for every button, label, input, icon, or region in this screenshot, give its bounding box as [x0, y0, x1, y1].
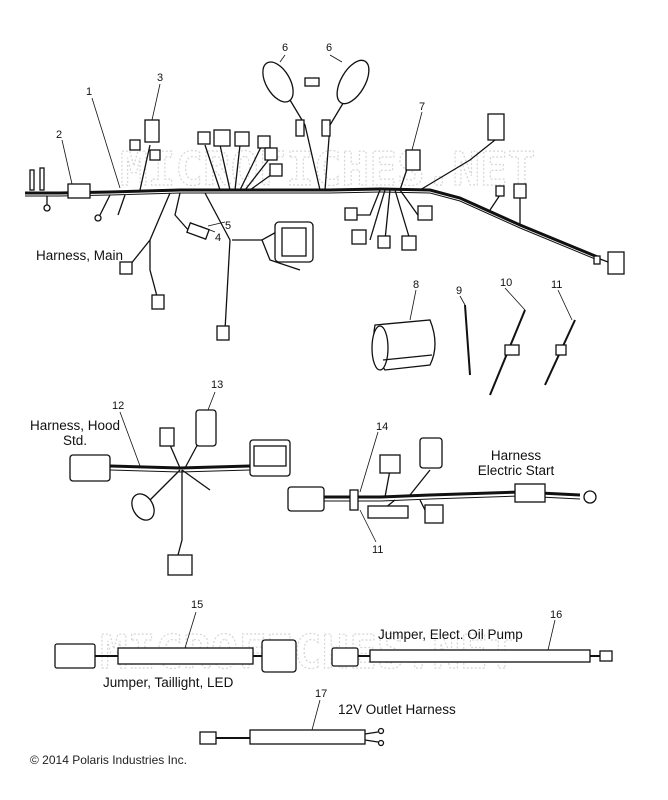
taillight-jumper	[54, 639, 297, 673]
callout-10: 10	[500, 277, 513, 289]
callout-17: 17	[315, 688, 328, 700]
callout-6a: 6	[282, 42, 289, 54]
label-harness-main: Harness, Main	[36, 248, 124, 263]
callout-9: 9	[456, 285, 463, 297]
copyright-text: © 2014 Polaris Industries Inc.	[30, 753, 187, 767]
callout-5: 5	[225, 220, 232, 232]
label-harness-es-line2: Electric Start	[477, 463, 555, 478]
callout-11b: 11	[372, 544, 384, 556]
electric-start-harness	[287, 437, 597, 524]
callout-16: 16	[550, 609, 563, 621]
part-8-boot	[371, 319, 436, 371]
label-jumper-oil-pump: Jumper, Elect. Oil Pump	[378, 627, 523, 642]
callout-4: 4	[215, 232, 222, 244]
callout-14: 14	[376, 421, 389, 433]
callout-3: 3	[157, 72, 164, 84]
part-10-tie	[489, 309, 526, 396]
main-harness	[25, 59, 625, 341]
callout-6b: 6	[326, 42, 333, 54]
label-harness-es-line1: Harness	[490, 448, 542, 463]
part-11-clip	[544, 319, 576, 386]
callout-2: 2	[56, 129, 63, 141]
callout-1: 1	[86, 86, 93, 98]
callout-8: 8	[413, 279, 420, 291]
callout-11a: 11	[551, 279, 563, 291]
label-harness-hood: Harness, Hood Std.	[22, 418, 128, 448]
callout-13: 13	[211, 379, 224, 391]
callout-leaders	[61, 54, 573, 731]
label-jumper-taillight: Jumper, Taillight, LED	[103, 675, 234, 690]
label-outlet-harness: 12V Outlet Harness	[338, 702, 456, 717]
part-9-tie	[464, 304, 471, 376]
label-harness-hood-line1: Harness, Hood	[29, 418, 121, 433]
label-harness-hood-line2: Std.	[62, 433, 87, 448]
callout-15: 15	[191, 599, 204, 611]
callout-12: 12	[112, 400, 125, 412]
callout-7: 7	[419, 101, 426, 113]
outlet-harness	[199, 727, 385, 747]
hood-harness	[69, 409, 291, 576]
oil-pump-jumper	[331, 647, 613, 667]
label-harness-electric-start: Harness Electric Start	[462, 448, 570, 478]
